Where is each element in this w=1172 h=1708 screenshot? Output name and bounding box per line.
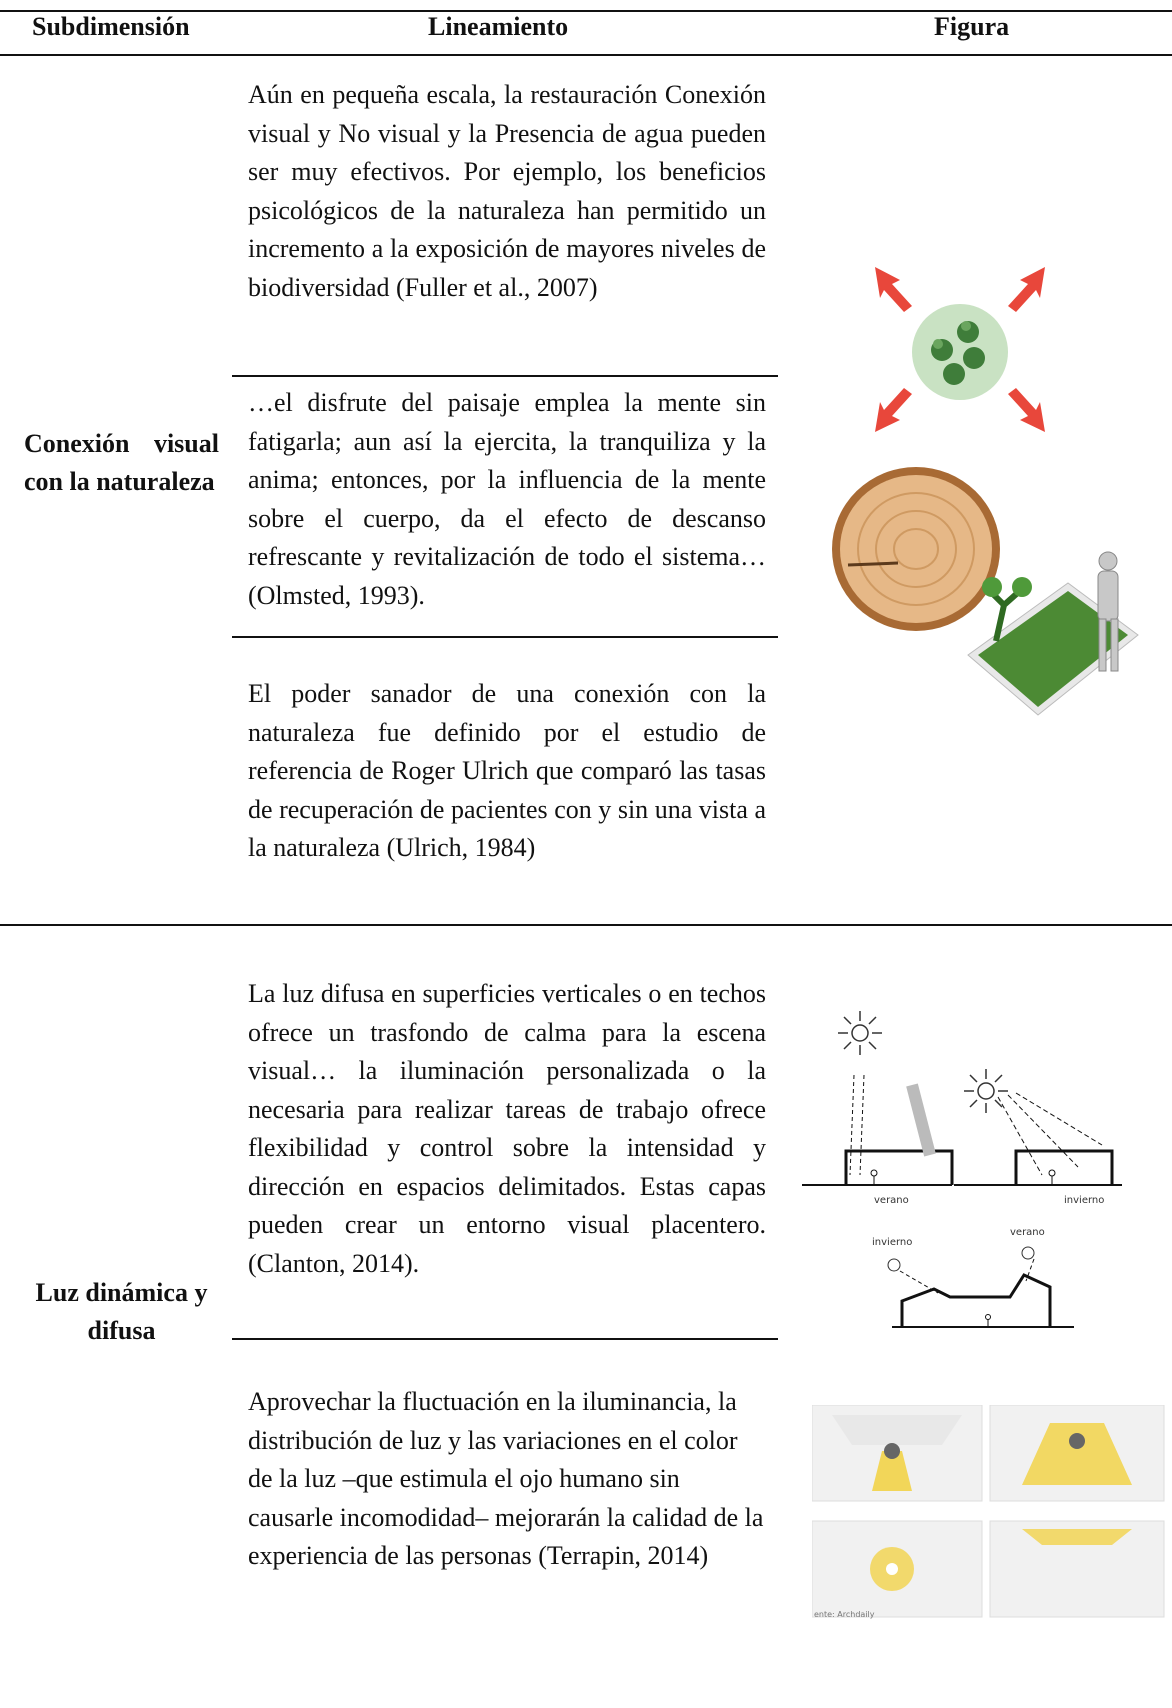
arrow-icon (875, 267, 1045, 432)
summer-caption: verano (1010, 1227, 1045, 1238)
section-roof-icon (892, 1258, 1074, 1328)
figure-credit: ente: Archdaily (814, 1610, 875, 1619)
wood-slice-icon (832, 467, 1000, 631)
lineamiento-paragraph: Aún en pequeña escala, la restauración C… (248, 80, 766, 302)
tree-cluster-icon (931, 321, 985, 385)
wood-and-landscape-figure (832, 467, 1139, 716)
section-summer-icon (802, 1074, 954, 1186)
light-rooms-figure: ente: Archdaily (812, 1405, 1165, 1619)
winter-caption: invierno (872, 1237, 912, 1248)
room-rendering (812, 1405, 983, 1502)
sun-icon (838, 1011, 1008, 1113)
inner-rule (232, 375, 778, 377)
winter-caption: invierno (1064, 1195, 1104, 1206)
top-rule (0, 10, 1172, 12)
sunlight-diagram-figure: verano invierno invierno verano (802, 1011, 1122, 1328)
room-rendering (989, 1520, 1165, 1618)
row-separator-rule (0, 924, 1172, 926)
room-rendering (812, 1520, 983, 1618)
summer-caption: verano (874, 1195, 909, 1206)
lineamiento-paragraph: El poder sanador de una conexión con la … (248, 679, 766, 862)
tree-circle (912, 304, 1008, 400)
landscape-model-icon (967, 577, 1139, 716)
subdimension-luz-dinamica: Luz dinámica y difusa (35, 1278, 208, 1345)
person-figure-icon (1097, 551, 1119, 672)
header-figura: Figura (934, 12, 1010, 41)
lineamiento-paragraph: …el disfrute del paisaje emplea la mente… (248, 388, 766, 610)
header-lineamiento: Lineamiento (428, 12, 569, 41)
nature-connection-figure (875, 267, 1045, 432)
section-winter-icon (954, 1092, 1122, 1186)
header-subdimension: Subdimensión (32, 12, 190, 41)
room-rendering (989, 1405, 1165, 1502)
sun-icon (887, 1246, 1035, 1272)
lineamiento-paragraph: Aprovechar la fluctuación en la iluminan… (248, 1387, 764, 1570)
subdimension-conexion-visual: Conexión visual con la naturaleza (24, 429, 219, 496)
header-bottom-rule (0, 54, 1172, 56)
inner-rule (232, 636, 778, 638)
lineamiento-paragraph: La luz difusa en superficies verticales … (248, 979, 766, 1278)
inner-rule (232, 1338, 778, 1340)
